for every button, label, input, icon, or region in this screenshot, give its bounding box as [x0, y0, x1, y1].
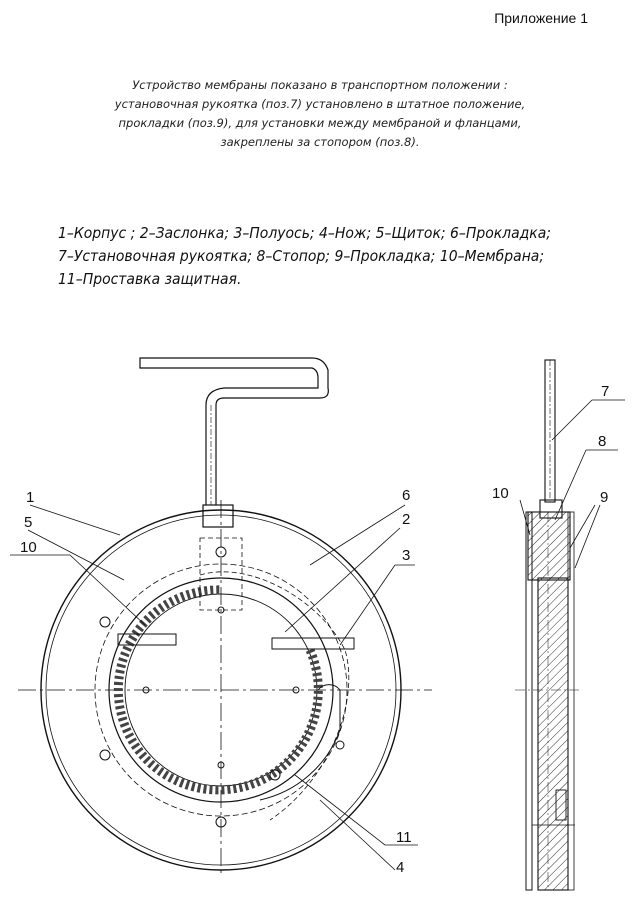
callout-numbers: 1 5 10 6 2 3 11 4 7 8 9 10: [20, 383, 609, 876]
callout-9: 9: [600, 489, 608, 506]
callout-10-front: 10: [20, 539, 37, 556]
screws: [99, 546, 345, 828]
legend-line-2: 7–Установочная рукоятка; 8–Стопор; 9–Про…: [58, 247, 545, 265]
screw-top: [215, 546, 227, 558]
callout-8: 8: [598, 433, 606, 450]
handle-rod: [139, 357, 329, 505]
callout-4: 4: [396, 859, 404, 876]
parts-legend: 1–Корпус ; 2–Заслонка; 3–Полуось; 4–Нож;…: [58, 222, 551, 291]
side-membrane: [525, 511, 533, 891]
screw-lower-center: [217, 761, 225, 769]
side-leader-lines: [519, 399, 625, 569]
gasket-outline: [199, 571, 350, 821]
callout-2: 2: [402, 511, 410, 528]
callout-11: 11: [396, 829, 412, 846]
note-line-1: Устройство мембраны показано в транспорт…: [132, 78, 508, 92]
legend-line-1: 1–Корпус ; 2–Заслонка; 3–Полуось; 4–Нож;…: [58, 224, 551, 242]
front-view: [10, 357, 432, 875]
flap-crescent: [259, 684, 341, 801]
shield-circle: [94, 563, 348, 817]
screw-mid-right: [292, 686, 300, 694]
leader-lines: [10, 504, 418, 871]
membrane-inner: [124, 593, 318, 787]
membrane-opening: [108, 577, 334, 803]
note-line-3: прокладки (поз.9), для установки между м…: [118, 116, 522, 130]
knife-ring: [113, 585, 323, 795]
screw-bottom: [215, 816, 227, 828]
handle-hidden-outline: [199, 537, 243, 611]
transport-position-note: Устройство мембраны показано в транспорт…: [60, 76, 580, 152]
screw-center: [217, 606, 225, 614]
side-body-upper: [527, 511, 571, 581]
screw-right: [335, 740, 345, 750]
legend-line-3: 11–Проставка защитная.: [58, 270, 242, 288]
screw-lower-right: [269, 769, 281, 781]
callout-1: 1: [26, 489, 34, 506]
housing-inner-circle: [45, 514, 397, 866]
axle-slot-right: [271, 637, 355, 650]
housing-outer-circle: [40, 509, 402, 871]
note-line-4: закреплены за стопором (поз.8).: [220, 135, 420, 149]
side-body-lower: [537, 577, 569, 891]
side-view: [515, 359, 625, 891]
callout-7: 7: [601, 383, 609, 400]
callout-6: 6: [402, 487, 410, 504]
axle-slot-left: [117, 633, 177, 646]
screw-left: [99, 616, 111, 628]
screw-lower-left: [99, 749, 111, 761]
note-line-2: установочная рукоятка (поз.7) установлен…: [114, 97, 526, 111]
callout-3: 3: [402, 547, 410, 564]
appendix-label: Приложение 1: [494, 10, 588, 26]
side-gasket-right: [567, 511, 575, 891]
handle-clamp: [202, 504, 234, 528]
screw-mid-left: [142, 686, 150, 694]
side-stopper: [555, 789, 567, 821]
callout-10-side: 10: [492, 485, 509, 502]
callout-5: 5: [24, 514, 32, 531]
